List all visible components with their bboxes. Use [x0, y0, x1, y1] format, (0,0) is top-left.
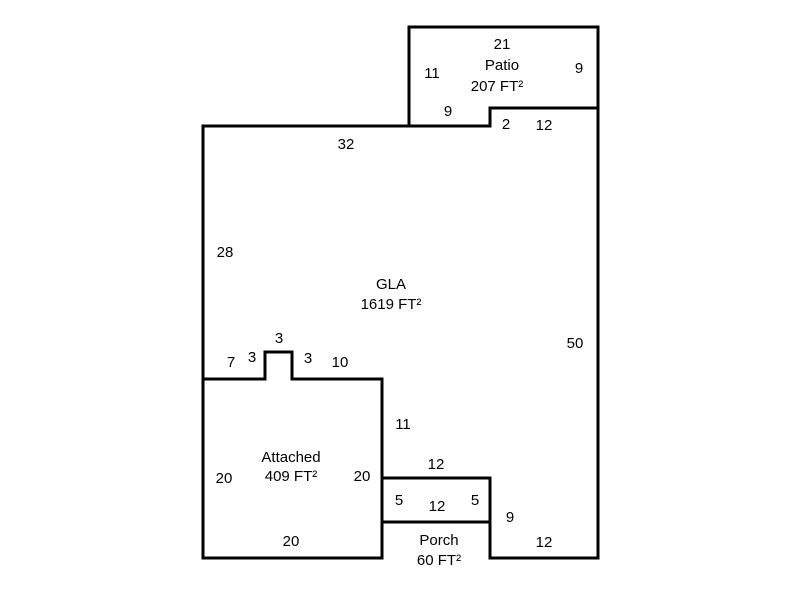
dimension-label: 5: [395, 492, 403, 509]
dimension-label: 21: [494, 36, 511, 53]
dimension-label: 11: [424, 65, 440, 82]
gla-area: 1619 FT²: [361, 296, 422, 313]
porch-label: Porch: [419, 532, 458, 549]
dimension-label: 32: [338, 136, 355, 153]
dimension-label: 12: [428, 456, 445, 473]
attached-outline: [201, 377, 384, 560]
attached-area: 409 FT²: [265, 468, 318, 485]
dimension-label: 12: [429, 498, 446, 515]
dimension-label: 3: [248, 349, 256, 366]
dimension-label: 12: [536, 117, 553, 134]
dimension-label: 9: [575, 60, 583, 77]
dimension-label: 2: [502, 116, 510, 133]
patio-area: 207 FT²: [471, 78, 524, 95]
porch-area: 60 FT²: [417, 552, 461, 569]
dimension-label: 50: [567, 335, 584, 352]
dimension-label: 12: [536, 534, 553, 551]
dimension-label: 28: [217, 244, 234, 261]
attached-label: Attached: [261, 449, 320, 466]
dimension-label: 9: [444, 103, 452, 120]
gla-outline: [201, 106, 600, 560]
dimension-label: 3: [304, 350, 312, 367]
dimension-label: 5: [471, 492, 479, 509]
dimension-label: 20: [216, 470, 233, 487]
patio-label: Patio: [485, 57, 519, 74]
dimension-label: 20: [354, 468, 371, 485]
dimension-label: 10: [332, 354, 349, 371]
dimension-label: 7: [227, 354, 235, 371]
gla-label: GLA: [376, 276, 406, 293]
dimension-label: 3: [275, 330, 283, 347]
dimension-label: 11: [395, 416, 411, 433]
dimension-label: 9: [506, 509, 514, 526]
dimension-label: 20: [283, 533, 300, 550]
porch-outline: [380, 476, 492, 560]
